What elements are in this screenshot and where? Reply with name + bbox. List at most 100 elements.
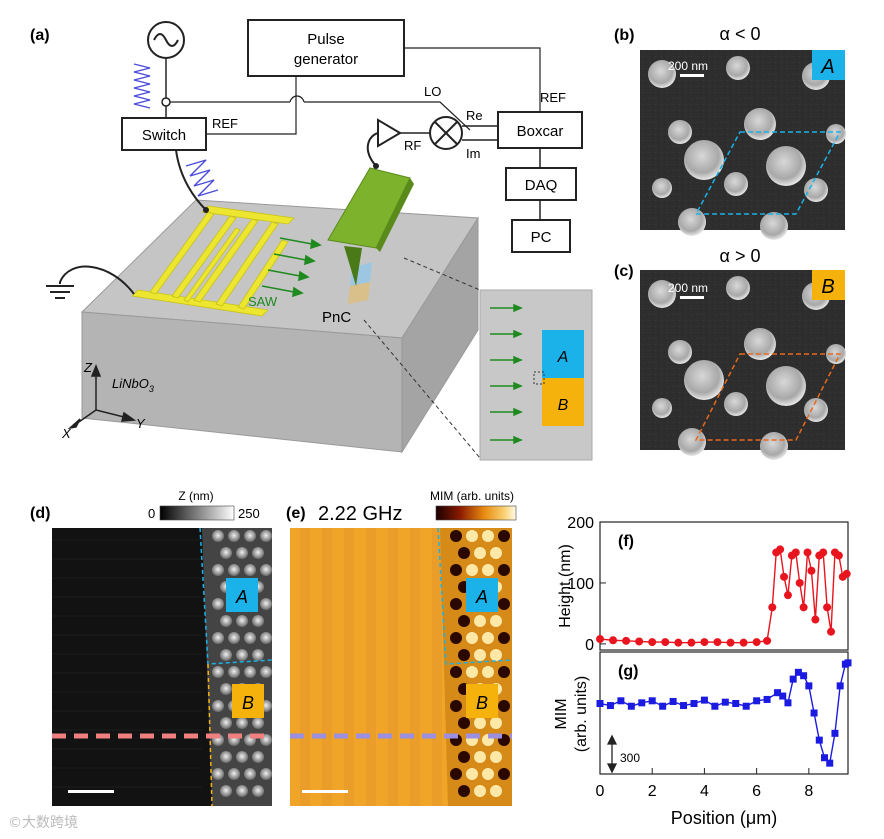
mim-particle (474, 785, 486, 797)
topo-particle (260, 598, 272, 610)
axis-x-label: X (61, 426, 72, 441)
mim-particle (482, 768, 494, 780)
topo-cb-max: 250 (238, 506, 260, 521)
inset-domain-b (542, 378, 584, 426)
sem-particle (726, 56, 750, 80)
data-point (819, 548, 828, 557)
sem-b-tag-label: A (820, 56, 834, 78)
data-point (791, 548, 800, 557)
chart-f-ylabel: Height (nm) (557, 544, 574, 628)
topo-particle (236, 615, 248, 627)
mim-particle (498, 768, 510, 780)
mim-particle (466, 632, 478, 644)
mim-particle (450, 632, 462, 644)
ground-icon (46, 285, 74, 299)
x-tick-label: 6 (752, 783, 761, 800)
y-tick-label: 0 (585, 637, 594, 654)
sem-particle (744, 328, 776, 360)
sem-particle (766, 366, 806, 406)
topo-particle (252, 649, 264, 661)
sem-particle (652, 178, 672, 198)
sem-b-unit-cell (694, 131, 842, 215)
chart-f-series (596, 545, 851, 647)
data-point (674, 638, 683, 647)
ref-right-label: REF (540, 90, 566, 105)
topo-particle (212, 666, 224, 678)
sem-b-title: α < 0 (720, 24, 761, 44)
data-point (783, 591, 792, 600)
inset-label-a: A (557, 349, 569, 366)
topo-particle (244, 632, 256, 644)
sem-b-scale-label: 200 nm (668, 59, 708, 73)
mim-particle (458, 547, 470, 559)
sem-particle (760, 212, 788, 240)
sem-particle (678, 428, 706, 456)
sem-particle (648, 60, 676, 88)
mim-particle (450, 530, 462, 542)
mim-particle (490, 785, 502, 797)
topo-particle (212, 632, 224, 644)
mim-particle (450, 768, 462, 780)
y-tick-label: 200 (567, 515, 594, 532)
mim-particle (458, 785, 470, 797)
topo-particle (236, 547, 248, 559)
inset-domain-a (542, 330, 584, 378)
boxcar-box (497, 111, 583, 149)
mim-tag-b (466, 684, 498, 718)
data-point (609, 636, 618, 645)
topo-particle (228, 564, 240, 576)
sem-b-scalebar (680, 74, 704, 77)
pulse-generator-line2: generator (294, 51, 358, 68)
ground-wire (59, 265, 135, 295)
data-point (789, 675, 797, 683)
daq-box (505, 167, 577, 201)
mim-scalebar (302, 790, 348, 793)
topo-particle (212, 564, 224, 576)
x-tick-label: 2 (648, 783, 657, 800)
mim-particle (498, 598, 510, 610)
sem-c-tag-label: B (821, 276, 834, 298)
topo-particle (236, 717, 248, 729)
data-point (742, 702, 750, 710)
data-point (779, 692, 787, 700)
topo-particle (220, 649, 232, 661)
mim-particle (490, 615, 502, 627)
idt-electrode (131, 205, 295, 317)
mim-particle (458, 615, 470, 627)
mim-particle (466, 564, 478, 576)
data-point (596, 635, 604, 644)
data-point (753, 697, 761, 705)
data-point (803, 548, 812, 557)
data-point (596, 700, 604, 708)
x-tick-label: 4 (700, 783, 709, 800)
data-point (831, 729, 839, 737)
sem-particle (744, 108, 776, 140)
topo-particle (244, 666, 256, 678)
data-point (795, 578, 804, 587)
mim-colorbar-label: MIM (arb. units) (430, 489, 514, 503)
topo-particle (220, 547, 232, 559)
mim-particle (498, 700, 510, 712)
topo-particle (252, 547, 264, 559)
data-point (752, 638, 761, 647)
topo-particle (252, 717, 264, 729)
mim-particle (498, 530, 510, 542)
data-point (661, 638, 670, 647)
sem-particle (724, 172, 748, 196)
topo-particle (228, 530, 240, 542)
substrate-label: LiNbO (112, 376, 149, 391)
substrate-subscript: 3 (149, 384, 154, 394)
data-point (700, 696, 708, 704)
panel-label-c: (c) (614, 263, 634, 280)
data-point (807, 566, 816, 575)
data-point (690, 700, 698, 708)
sem-c-scale-label: 200 nm (668, 281, 708, 295)
data-point (739, 638, 748, 647)
pnc-label: PnC (322, 309, 351, 326)
series-line (599, 548, 848, 644)
sem-c-title: α > 0 (720, 246, 761, 266)
data-point (784, 699, 792, 707)
re-label: Re (466, 108, 483, 123)
data-point (732, 700, 740, 708)
chart-g-ylabel-line2: (arb. units) (573, 676, 590, 752)
